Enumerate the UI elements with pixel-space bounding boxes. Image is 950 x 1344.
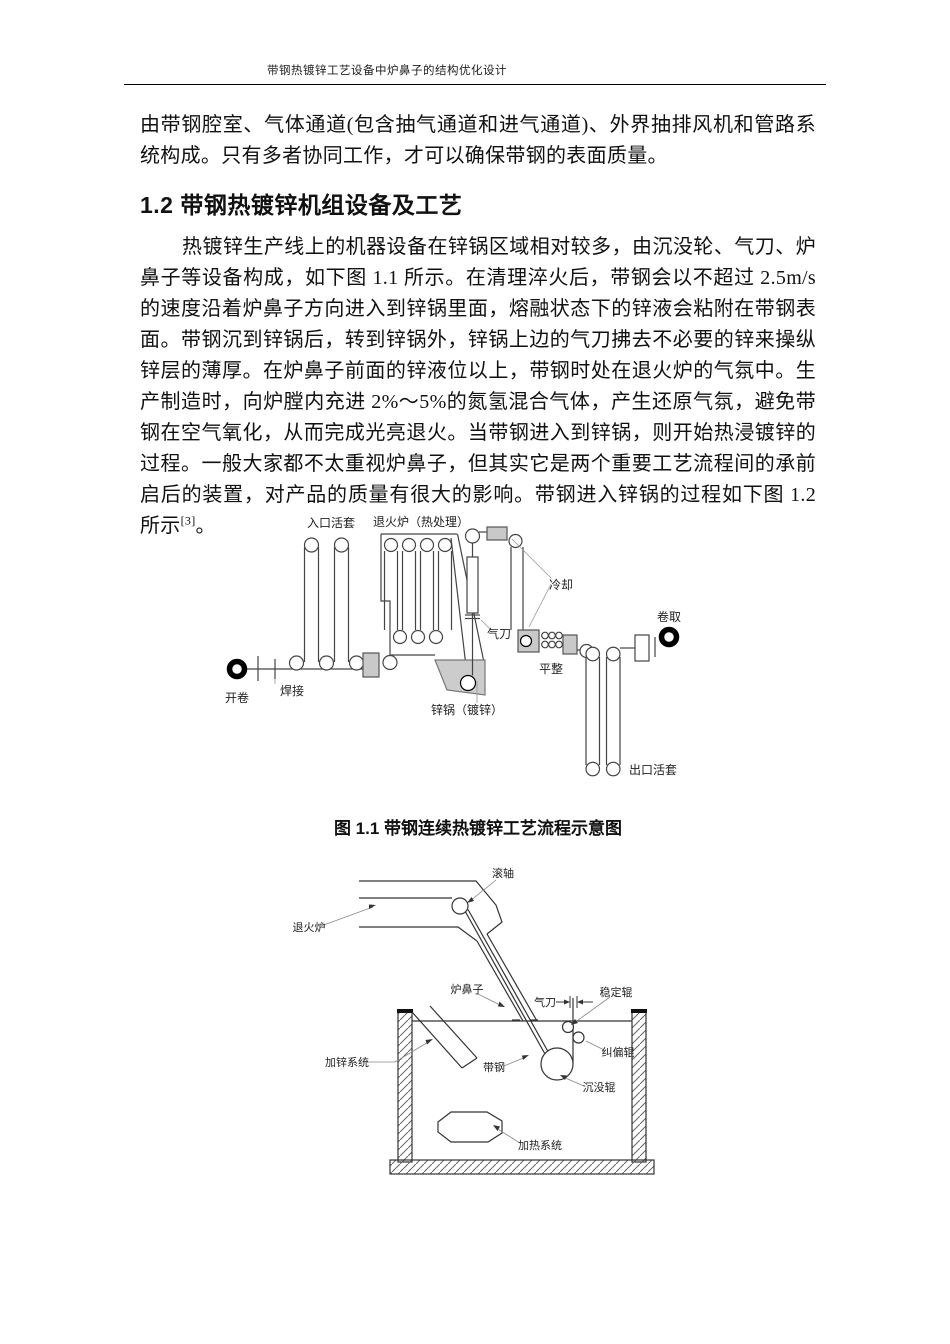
fig2-label-sink-roll: 沉没辊: [583, 1080, 616, 1094]
zinc-chute: [411, 1005, 478, 1069]
fig1-label-coiling: 卷取: [657, 609, 681, 624]
fig1-label-air-knife: 气刀: [487, 626, 511, 641]
correcting-roll: [572, 1031, 585, 1044]
leader-arrowheads: [369, 897, 578, 1131]
paragraph-intro: 由带钢腔室、气体通道(包含抽气通道和进气通道)、外界抽排风机和管路系统构成。只有…: [140, 114, 816, 167]
air-knife-dimension: [556, 996, 593, 1008]
leader-lines: [320, 879, 611, 1144]
paragraph-main-text: 热镀锌生产线上的机器设备在锌锅区域相对较多，由沉没轮、气刀、炉鼻子等设备构成，如…: [140, 236, 816, 537]
fig2-label-air-knife: 气刀: [534, 995, 556, 1009]
figure-1-1-process-flow-diagram: 开卷 焊接 入口活套 退火炉（热处理） 锌锅（镀锌） 气刀 冷却 平整 出口活套…: [225, 515, 681, 777]
paragraph-main: 热镀锌生产线上的机器设备在锌锅区域相对较多，由沉没轮、气刀、炉鼻子等设备构成，如…: [140, 232, 816, 542]
paragraph-main-tail: 。: [195, 515, 216, 537]
fig1-label-entry-looper: 入口活套: [307, 516, 355, 530]
fig2-label-heating-system: 加热系统: [518, 1139, 562, 1152]
bridle-box: [362, 652, 380, 678]
fig2-label-correcting-roll: 纠偏辊: [602, 1045, 635, 1059]
air-knife: [465, 556, 492, 631]
strip-path: [359, 897, 574, 1064]
pot-walls: [389, 1009, 655, 1175]
fig1-label-cooling: 冷却: [549, 578, 573, 592]
heater-octagon: [437, 1111, 503, 1143]
fig2-label-strip: 带钢: [483, 1061, 505, 1074]
exit-looper: [585, 646, 621, 777]
fig2-label-stabilizing-roll: 稳定辊: [600, 985, 633, 999]
stabilizing-roll: [561, 1020, 575, 1034]
citation-ref-3: [3]: [180, 513, 196, 528]
entry-looper: [288, 537, 365, 671]
figure-1-1-caption: 图 1.1 带钢连续热镀锌工艺流程示意图: [333, 819, 623, 838]
fig1-label-zinc-pot: 锌锅（镀锌）: [431, 702, 503, 717]
fig1-label-welding: 焊接: [280, 683, 304, 698]
fig2-label-roller: 滚轴: [492, 866, 514, 880]
fig1-label-annealing-furnace: 退火炉（热处理）: [373, 515, 469, 529]
running-header-title: 带钢热镀锌工艺设备中炉鼻子的结构优化设计: [267, 65, 507, 77]
figure-1-2-zinc-pot-diagram: 滚轴 退火炉 炉鼻子 气刀 稳定辊 纠偏辊 带钢 沉没辊 加锌系统 加热系统: [293, 866, 655, 1175]
annealing-furnace: [380, 533, 485, 676]
fig1-label-exit-looper: 出口活套: [629, 763, 677, 777]
skin-pass-mill: [517, 629, 594, 659]
snout-inner-wall: [476, 940, 524, 1022]
duct-roller: [451, 897, 469, 915]
header-rule: [124, 84, 826, 85]
coiler-roll: [620, 626, 680, 662]
uncoiler-roll: [226, 658, 248, 680]
fig1-label-uncoiling: 开卷: [225, 690, 249, 705]
sink-roll: [459, 674, 477, 692]
fig2-label-zinc-adding-system: 加锌系统: [325, 1055, 369, 1069]
section-heading-1-2: 1.2 带钢热镀锌机组设备及工艺: [140, 192, 463, 218]
furnace-duct: [359, 880, 538, 1022]
cooling-section: [464, 526, 552, 630]
snout-outer-wall: [486, 933, 538, 1022]
zinc-pot: [434, 659, 486, 703]
sink-roll: [540, 1047, 574, 1081]
fig2-label-annealing-furnace: 退火炉: [293, 921, 326, 934]
furnace-entry-roll: [382, 654, 398, 671]
fig2-label-furnace-nose: 炉鼻子: [451, 982, 484, 996]
fig1-label-skin-pass: 平整: [539, 661, 563, 676]
